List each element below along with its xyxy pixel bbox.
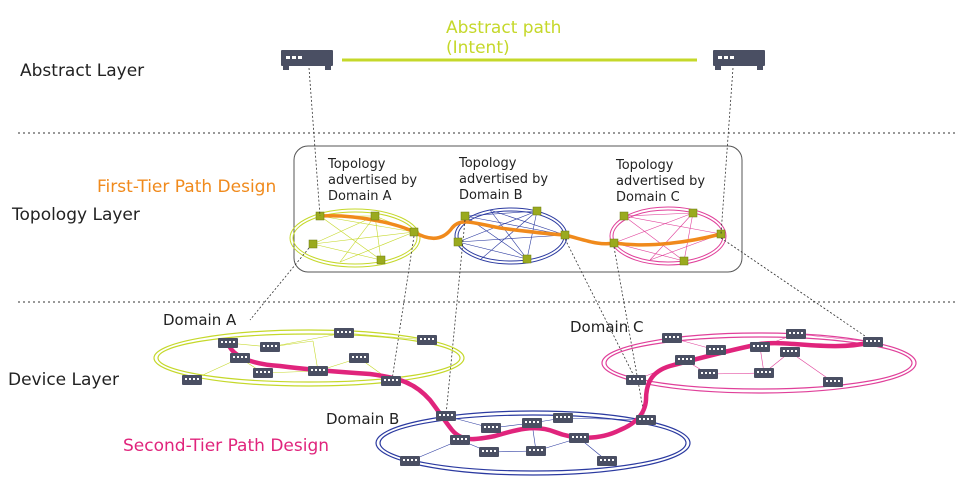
svg-text:Topology: Topology [458,156,517,171]
switch-icon [481,423,501,433]
switch-icon [675,355,695,365]
switch-icon [698,369,718,379]
svg-text:Domain A: Domain A [328,189,392,204]
router-icon [713,50,765,70]
svg-text:Domain B: Domain B [459,188,523,203]
switch-icon [786,329,806,339]
domain-b-label: Domain B [326,410,399,428]
topology-nodes [308,206,726,266]
switch-icon [597,456,617,466]
switch-icon [526,446,546,456]
switch-icon [308,366,328,376]
switch-icon [436,411,456,421]
switch-icon [400,456,420,466]
switch-icon [636,415,656,425]
first-tier-label: First-Tier Path Design [97,177,276,197]
abstract-path-intent-label: (Intent) [446,38,510,58]
switch-icon [260,342,280,352]
topology-layer-label: Topology Layer [11,205,140,225]
switch-icon [479,447,499,457]
abstract-layer-label: Abstract Layer [20,61,144,81]
switch-icon [823,377,843,387]
device-layer-label: Device Layer [8,370,119,390]
switch-icon [450,435,470,445]
switch-icon [381,376,401,386]
topology-label-c: Topology advertised by Domain C [615,158,705,205]
switch-icon [253,368,273,378]
topology-label-b: Topology advertised by Domain B [458,156,548,203]
switch-icon [626,375,646,385]
device-domain-a [153,329,465,387]
abstract-path-label: Abstract path [446,18,561,38]
switch-icon [230,353,250,363]
switch-icon [662,333,682,343]
svg-text:advertised by: advertised by [616,174,705,189]
second-tier-path [225,339,876,442]
switch-icon [569,433,589,443]
switch-icons [182,328,883,466]
topology-domain-c [609,206,727,266]
domain-a-label: Domain A [163,311,237,329]
topology-domain-b [454,207,568,265]
switch-icon [754,368,774,378]
switch-icon [553,413,573,423]
switch-icon [522,418,542,428]
projection-lines [249,67,866,421]
svg-text:advertised by: advertised by [459,172,548,187]
svg-text:Topology: Topology [615,158,674,173]
switch-icon [349,353,369,363]
switch-icon [750,342,770,352]
switch-icon [863,337,883,347]
switch-icon [218,338,238,348]
second-tier-label: Second-Tier Path Design [123,436,329,456]
svg-text:advertised by: advertised by [328,173,417,188]
switch-icon [182,375,202,385]
switch-icon [334,328,354,338]
svg-text:Topology: Topology [327,157,386,172]
router-icon [281,50,333,70]
switch-icon [706,345,726,355]
topology-label-a: Topology advertised by Domain A [327,157,417,204]
svg-text:Domain C: Domain C [616,190,680,205]
domain-c-label: Domain C [570,318,643,336]
topology-layer-box [293,145,743,273]
switch-icon [417,335,437,345]
switch-icon [780,347,800,357]
